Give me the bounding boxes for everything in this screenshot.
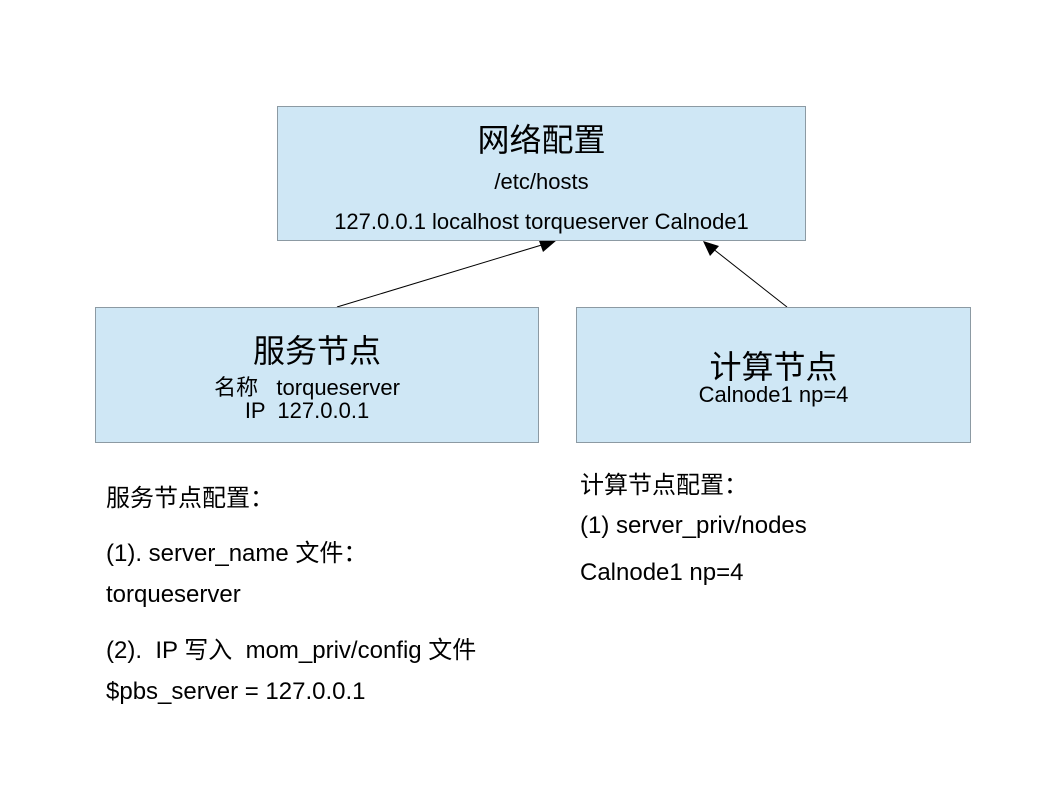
compute-note-line: Calnode1 np=4 [580,559,744,586]
compute-node-box: 计算节点 Calnode1 np=4 [576,307,971,443]
hosts-file-path: /etc/hosts [494,169,589,194]
compute-node-spec: Calnode1 np=4 [698,382,849,407]
service-note-line: (1). server_name 文件： [106,540,368,567]
compute-note-line: (1) server_priv/nodes [580,512,807,539]
service-note-line: (2). IP 写入 mom_priv/config 文件 [106,637,477,664]
service-node-name: 名称 torqueserver [214,375,400,400]
network-config-title: 网络配置 [477,122,606,158]
arrow-service-to-network [336,243,546,308]
network-config-box: 网络配置 /etc/hosts 127.0.0.1 localhost torq… [277,106,806,241]
hosts-entry: 127.0.0.1 localhost torqueserver Calnode… [334,209,749,234]
arrow-compute-to-network [711,247,788,308]
service-note-line: torqueserver [106,581,241,608]
service-note-line: $pbs_server = 127.0.0.1 [106,678,366,705]
arrowhead-compute [703,241,719,256]
service-notes-heading: 服务节点配置： [106,485,274,512]
service-node-box: 服务节点 名称 torqueserver IP 127.0.0.1 [95,307,539,443]
service-node-title: 服务节点 [252,333,381,369]
service-node-ip: IP 127.0.0.1 [244,398,370,423]
arrowhead-service [538,238,557,252]
compute-notes-heading: 计算节点配置： [580,472,748,499]
compute-node-title: 计算节点 [709,349,838,385]
